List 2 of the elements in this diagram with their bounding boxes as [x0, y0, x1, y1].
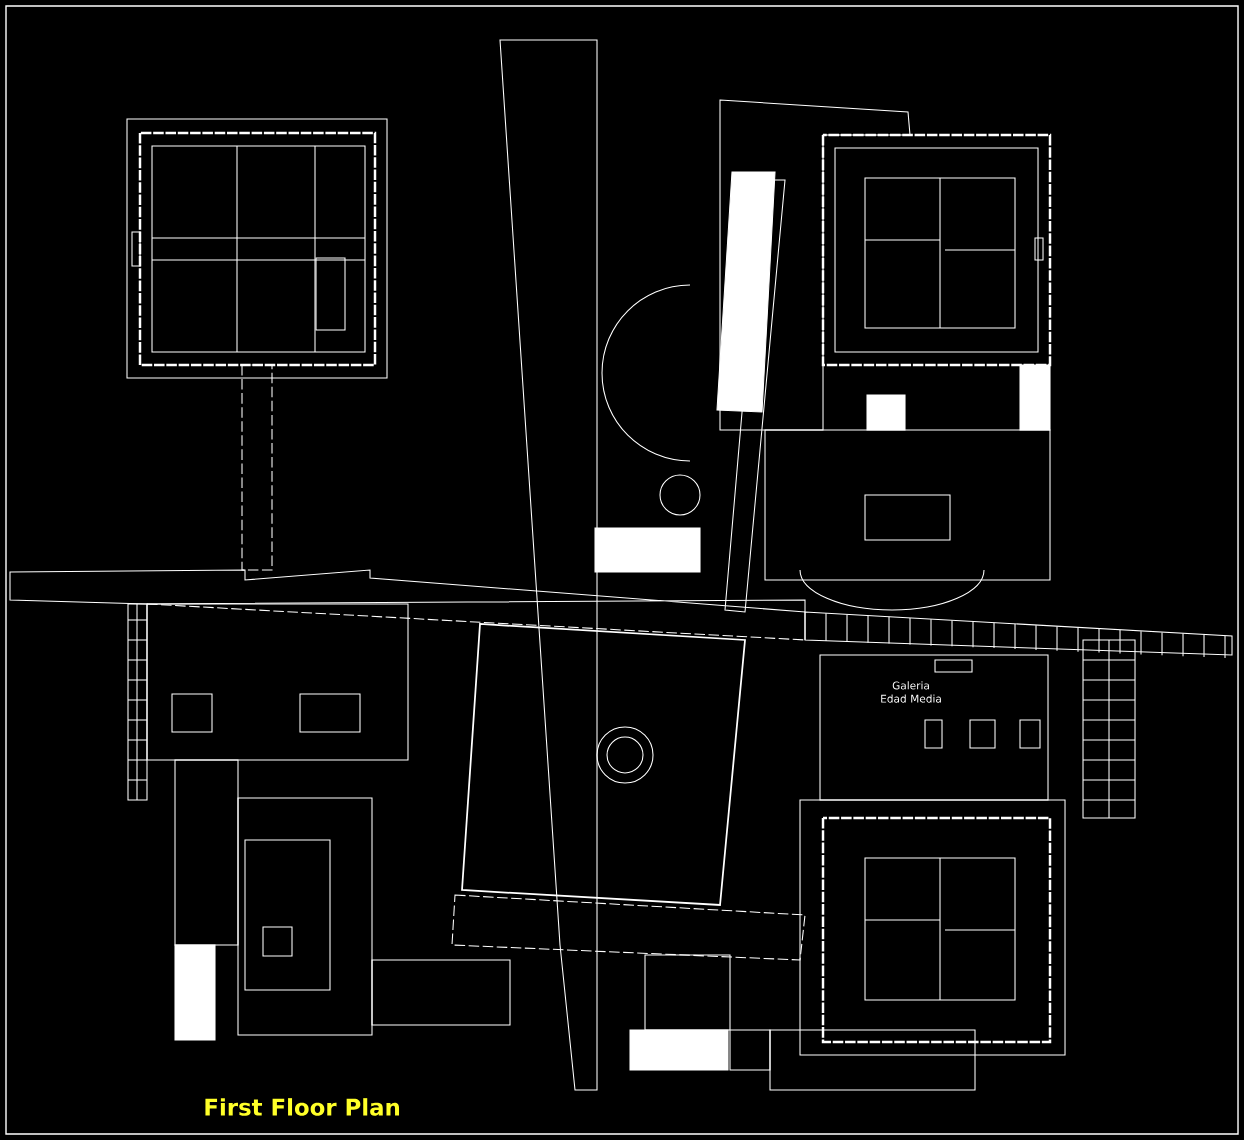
- room-label: Galeria Edad Media: [881, 681, 941, 703]
- title: First Floor Plan: [205, 1098, 400, 1116]
